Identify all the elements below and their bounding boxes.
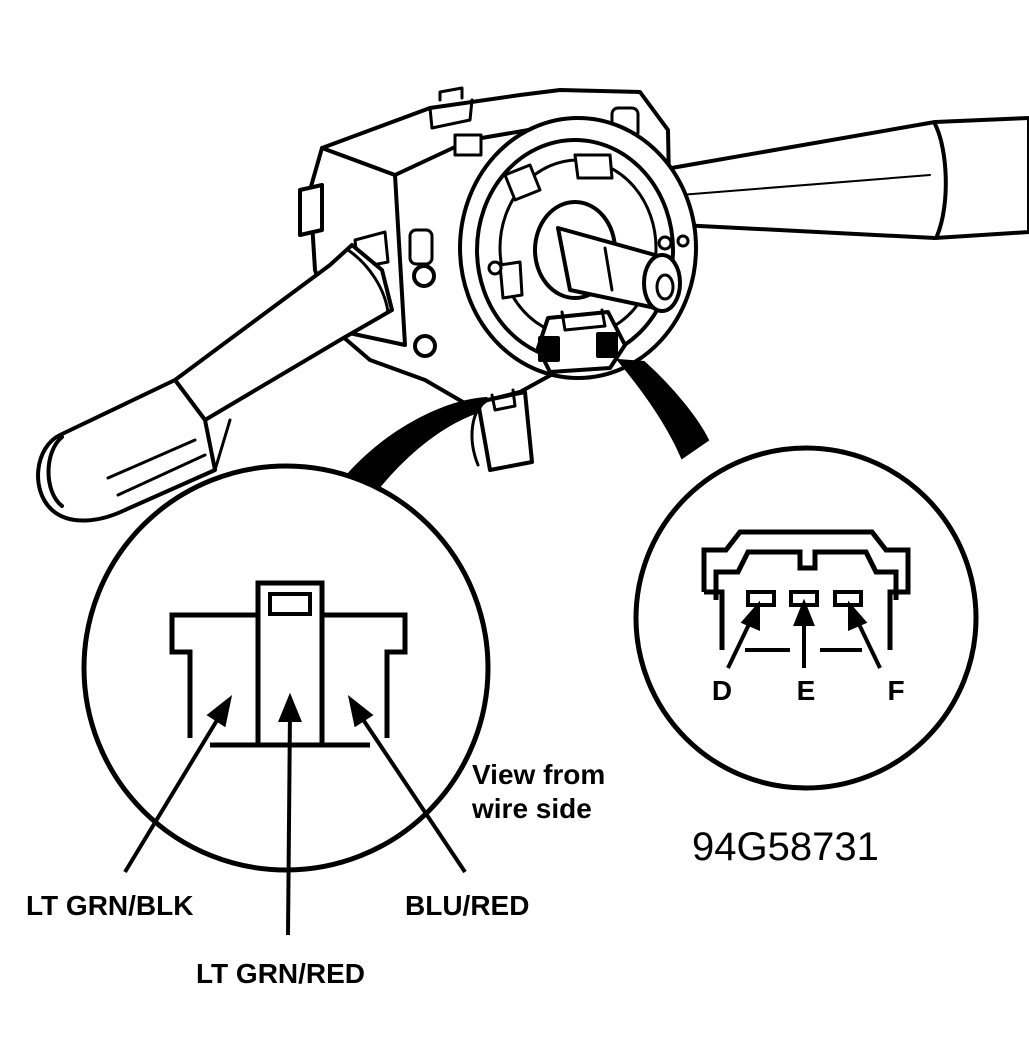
view-note-line-2: wire side [471,793,592,824]
right-callout-band [615,358,710,460]
terminal-label-d: D [712,675,732,706]
connector-face [169,580,408,738]
wire-label-blu-red: BLU/RED [405,890,529,921]
wire-label-lt-grn-blk: LT GRN/BLK [26,890,193,921]
terminal-d [746,590,776,607]
connector-shell [701,529,911,650]
steering-shaft [533,200,682,313]
labels: D E F View from wire side 94G58731 LT GR… [26,675,905,989]
wire-label-lt-grn-red: LT GRN/RED [196,958,365,989]
view-note-line-1: View from [472,759,605,790]
terminal-label-e: E [797,675,816,706]
left-stalk [36,243,394,523]
connector-latch [268,592,312,616]
combination-switch [36,86,1029,523]
figure-code: 94G58731 [692,825,879,869]
left-connector-detail [81,463,491,936]
terminal-label-f: F [887,675,904,706]
ring-connector [536,308,627,374]
right-stalk [658,116,1029,240]
right-connector-detail [633,445,979,791]
